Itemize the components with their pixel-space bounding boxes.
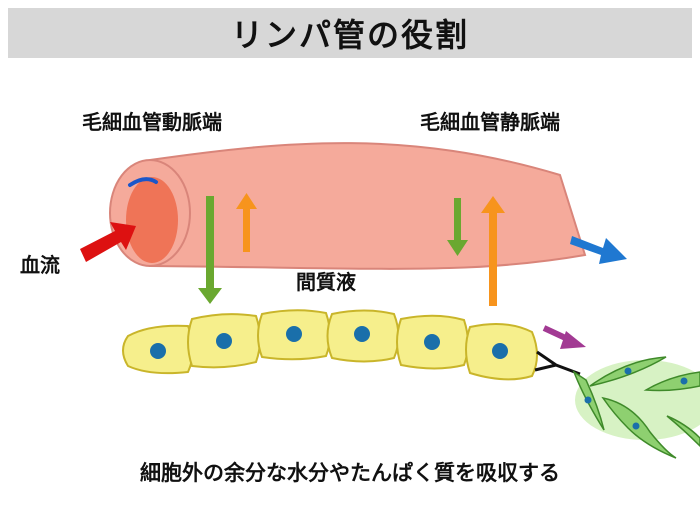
tissue-cell <box>643 371 700 392</box>
cell-nucleus <box>492 343 508 359</box>
cell-nucleus <box>632 422 640 430</box>
cell-nucleus <box>354 326 370 342</box>
red-arrow-icon <box>80 222 136 262</box>
cell-nucleus <box>680 377 688 385</box>
orange-up-arrow-icon <box>236 193 257 252</box>
orange-up-arrow-icon <box>481 196 505 306</box>
lymph-cell <box>396 314 469 370</box>
cell-nucleus <box>286 326 302 342</box>
tissue-cell <box>601 396 677 459</box>
purple-arrow-icon <box>542 325 586 349</box>
arterial-end-label: 毛細血管動脈端 <box>82 110 222 134</box>
cell-nucleus <box>424 334 440 350</box>
lymph-cell <box>187 313 261 369</box>
capillary-tube <box>149 142 587 270</box>
capillary-highlight <box>128 177 158 187</box>
tissue-cells <box>572 356 700 459</box>
lymph-cell <box>465 323 538 381</box>
green-down-arrow-icon <box>447 198 468 256</box>
venous-end-label: 毛細血管静脈端 <box>420 110 560 134</box>
cell-nucleus <box>216 333 232 349</box>
lymph-cell <box>326 309 400 363</box>
tissue-cell <box>666 415 700 448</box>
capillary-opening <box>126 177 178 263</box>
capillary-vessel <box>109 142 587 270</box>
cell-nucleus <box>150 343 166 359</box>
anchoring-filaments <box>534 350 581 376</box>
page-title: リンパ管の役割 <box>230 16 469 54</box>
title-bar: リンパ管の役割 <box>8 8 692 58</box>
cell-nucleus <box>624 367 632 375</box>
lymph-cell <box>257 309 331 361</box>
lymph-cell <box>122 324 194 375</box>
green-down-arrow-icon <box>198 196 222 304</box>
blood-flow-label: 血流 <box>20 253 60 277</box>
interstitial-fluid-label: 間質液 <box>296 270 356 294</box>
caption: 細胞外の余分な水分やたんぱく質を吸収する <box>140 461 560 485</box>
blue-arrow-icon <box>570 236 627 264</box>
cell-nucleus <box>584 396 592 404</box>
lymphatic-vessel <box>122 309 538 381</box>
